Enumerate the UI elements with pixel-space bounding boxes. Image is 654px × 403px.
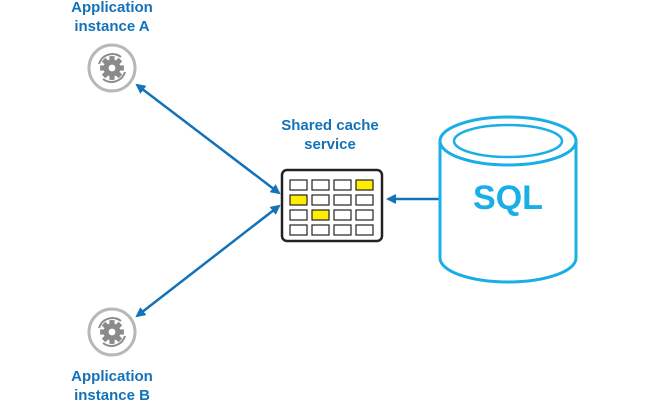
cache-cell-filled <box>311 209 330 221</box>
gear-cycle-icon <box>87 307 137 357</box>
cache-line1: Shared cache <box>281 117 379 134</box>
cache-cell-empty <box>333 194 352 206</box>
cache-cell-empty <box>311 224 330 236</box>
cache-line2: service <box>304 136 356 153</box>
app-b-line1: Application <box>71 368 153 385</box>
cache-cell-empty <box>289 179 308 191</box>
cache-cell-empty <box>311 194 330 206</box>
app-instance-b-label: Application instance B <box>52 367 172 403</box>
cache-label: Shared cache service <box>270 116 390 154</box>
cache-cell-empty <box>333 209 352 221</box>
cache-cell-empty <box>355 224 374 236</box>
app-instance-a-label: Application instance A <box>52 0 172 36</box>
cache-cell-filled <box>289 194 308 206</box>
cache-cell-empty <box>311 179 330 191</box>
cache-cell-empty <box>289 224 308 236</box>
cache-cell-empty <box>355 194 374 206</box>
sql-label: SQL <box>473 179 543 217</box>
cache-cell-filled <box>355 179 374 191</box>
cache-cell-empty <box>289 209 308 221</box>
app-a-line2: instance A <box>74 18 150 35</box>
cache-cell-empty <box>333 224 352 236</box>
cache-grid <box>289 179 374 236</box>
app-a-line1: Application <box>71 0 153 16</box>
cache-cell-empty <box>355 209 374 221</box>
sql-database <box>438 115 578 284</box>
edge-app-a-cache <box>135 83 281 195</box>
edge-app-b-cache <box>135 204 281 318</box>
cache-cell-empty <box>333 179 352 191</box>
app-b-line2: instance B <box>74 387 150 403</box>
gear-cycle-icon <box>87 43 137 93</box>
